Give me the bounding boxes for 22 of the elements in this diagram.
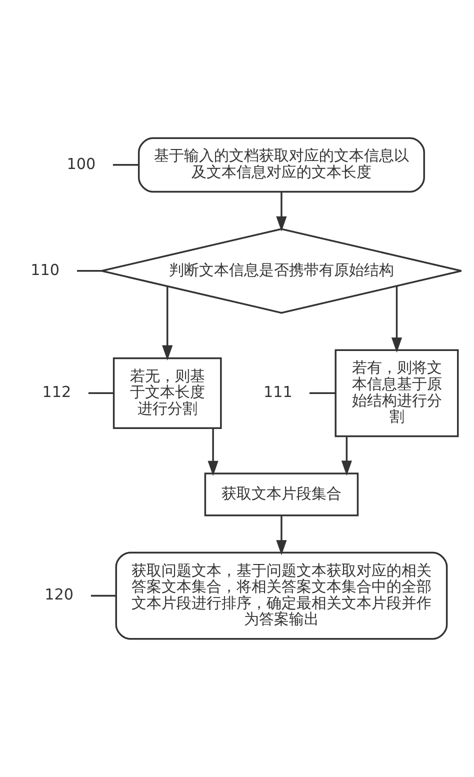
arrow xyxy=(340,436,352,476)
node-text: 110 xyxy=(30,260,60,279)
node-text: 120 xyxy=(44,586,74,604)
node-text: 100 xyxy=(66,154,96,173)
arrow xyxy=(162,286,172,360)
node-box: 若有，则将文本信息基于原始结构进行分割 xyxy=(334,349,458,438)
node-box: 获取文本片段集合 xyxy=(204,472,358,516)
node-text: 111 xyxy=(263,383,292,402)
arrow xyxy=(276,192,286,232)
node-box: 获取问题文本，基于问题文本获取对应的相关答案文本集合，将相关答案文本集合中的全部文本片段进行排序，确定最相关文本片段并作为答案输出 xyxy=(114,552,448,640)
node-text: 112 xyxy=(42,383,71,402)
connector xyxy=(112,164,138,166)
arrow xyxy=(390,286,402,353)
connector xyxy=(309,392,335,394)
connector xyxy=(90,594,116,597)
node-box: 基于输入的文档获取对应的文本信息以及文本信息对应的文本长度 xyxy=(137,137,424,193)
connector xyxy=(88,392,114,394)
node-diamond: 判断文本信息是否携带有原始结构 xyxy=(100,228,462,314)
arrow xyxy=(276,515,286,556)
arrow xyxy=(207,428,218,476)
node-box: 若无，则基于文本长度进行分割 xyxy=(112,357,222,429)
connector xyxy=(76,270,101,272)
